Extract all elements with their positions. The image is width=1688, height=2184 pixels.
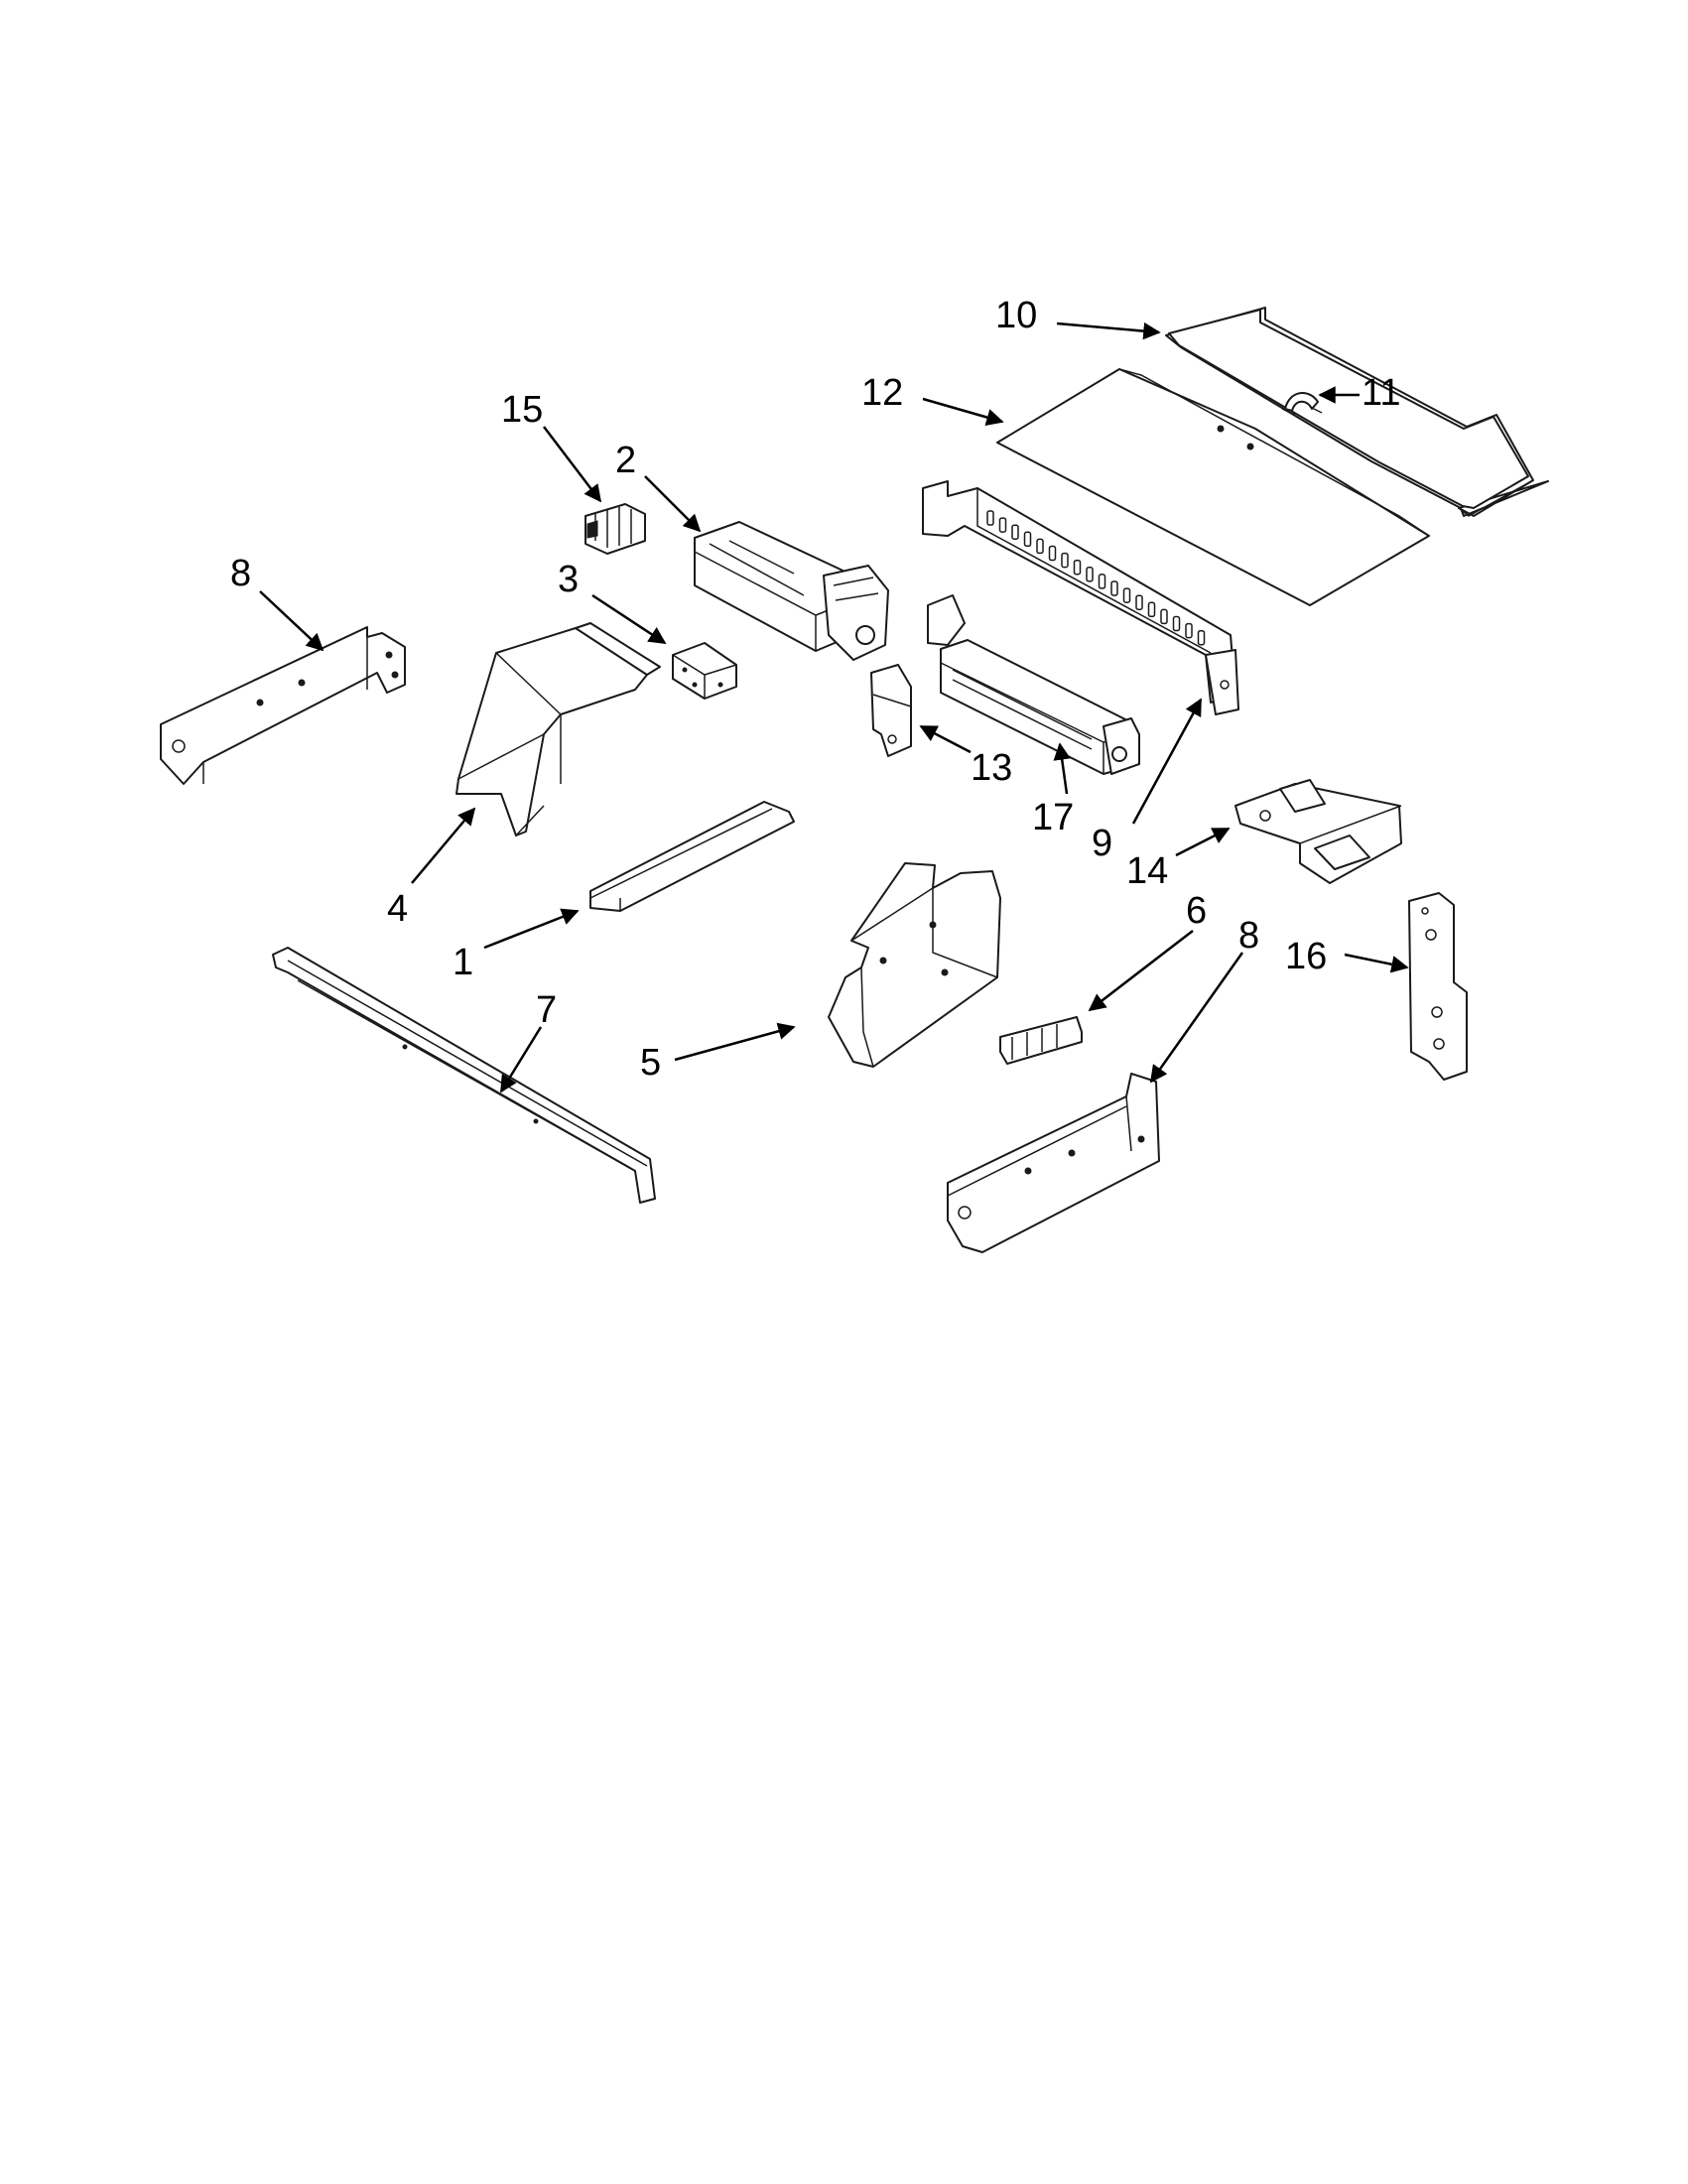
rail-slot [1135, 594, 1143, 610]
rail-slot [1147, 601, 1156, 618]
callout-14: 14 [1126, 850, 1168, 892]
callout-6: 6 [1186, 890, 1207, 932]
part-12-cover-panel [996, 368, 1430, 606]
part-11-clip [1281, 392, 1323, 416]
rail-slot [1036, 538, 1044, 555]
part-17-blower [927, 594, 1140, 775]
callout-3: 3 [558, 559, 579, 600]
part-15-transformer [584, 503, 646, 555]
callout-2: 2 [615, 440, 636, 481]
rail-slot [1110, 580, 1118, 596]
part-14-terminal-board [1234, 779, 1402, 884]
callout-1: 1 [453, 942, 473, 983]
part-10-top-panel [1165, 307, 1549, 517]
callout-17: 17 [1032, 797, 1074, 838]
rail-slot [1061, 552, 1069, 569]
rail-slot [998, 517, 1007, 533]
rail-slot [1048, 545, 1057, 562]
rail-slot [1185, 622, 1193, 639]
rail-slot [986, 510, 994, 526]
callout-15: 15 [501, 389, 543, 431]
part-5-deflector [828, 862, 1001, 1068]
part-7-long-rail [272, 947, 656, 1204]
callout-8: 8 [230, 553, 251, 594]
rail-slot [1073, 559, 1082, 576]
part-6-terminal-block [999, 1016, 1083, 1065]
part-16-vertical-bracket [1408, 892, 1468, 1081]
rail-slot [1011, 524, 1019, 540]
callout-16: 16 [1285, 936, 1327, 977]
part-1-strip [589, 801, 795, 912]
leader-lines [259, 321, 1409, 1093]
part-3-insulation-block [672, 642, 737, 700]
part-13-bracket [870, 664, 912, 757]
part-8-side-bracket-right [947, 1073, 1160, 1253]
rail-slot [1172, 615, 1181, 632]
callout-13: 13 [971, 747, 1012, 789]
rail-slot [1098, 574, 1106, 589]
rail-slot [1086, 567, 1094, 582]
callout-12: 12 [861, 372, 903, 414]
callout-8: 8 [1238, 915, 1259, 957]
callout-7: 7 [536, 989, 557, 1031]
part-8-side-bracket-left [160, 626, 406, 785]
rail-slot [1197, 629, 1206, 646]
part-4-duct [455, 622, 661, 837]
callout-10: 10 [995, 295, 1037, 336]
callout-9: 9 [1092, 823, 1112, 864]
part-9-perforated-rail [922, 480, 1239, 715]
part-2-motor-housing [694, 521, 889, 661]
rail-slot [1160, 608, 1168, 625]
callout-11: 11 [1362, 372, 1400, 414]
rail-slot [1023, 531, 1032, 548]
rail-slot [1122, 587, 1131, 603]
callout-labels: 10 11 12 15 2 8 3 13 17 9 14 4 6 8 16 1 … [230, 295, 1400, 1084]
callout-5: 5 [640, 1042, 661, 1084]
callout-4: 4 [387, 888, 408, 930]
